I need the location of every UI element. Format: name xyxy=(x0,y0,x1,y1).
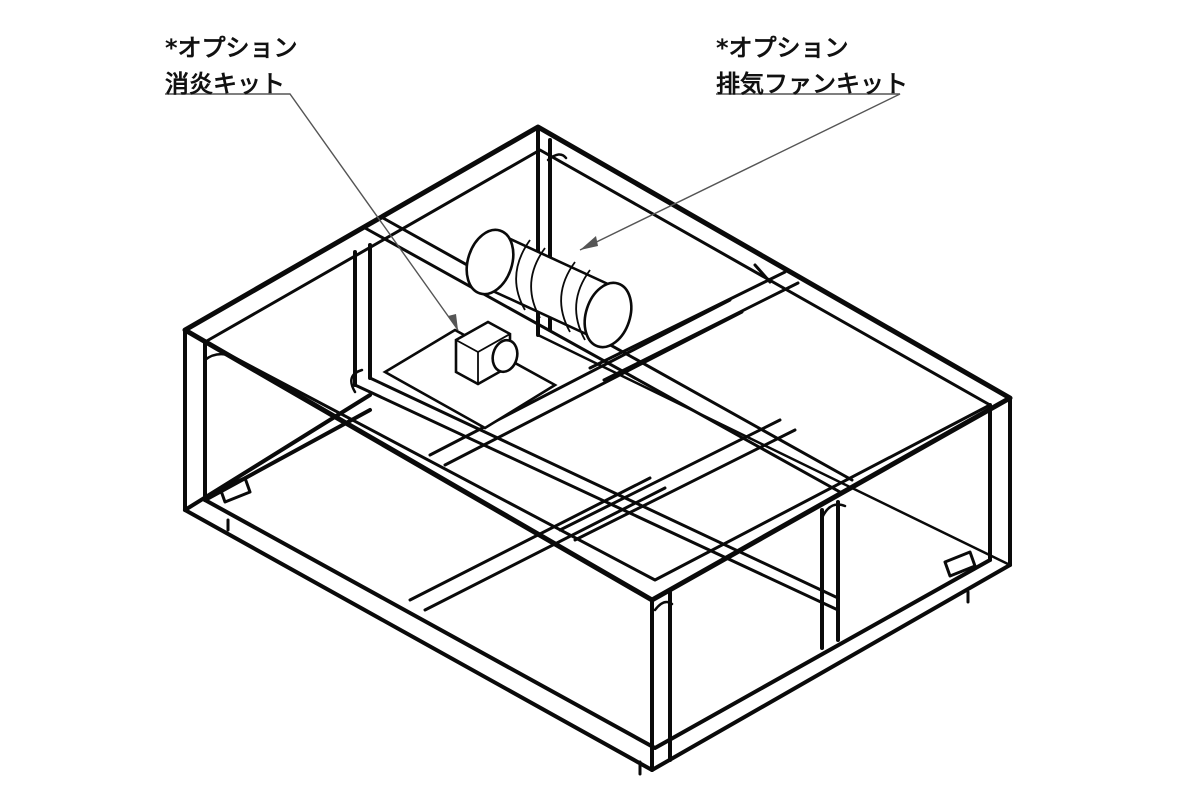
leader-extinguisher xyxy=(165,93,459,331)
corner-gussets xyxy=(203,153,847,612)
callout-fan-line1: *オプション xyxy=(716,34,849,62)
exhaust-fan-kit xyxy=(465,228,633,349)
callout-extinguisher-line2: 消炎キット xyxy=(165,70,285,98)
casters xyxy=(218,476,977,776)
callout-extinguisher-line1: *オプション xyxy=(165,34,298,62)
callout-exhaust-fan-kit: *オプション 排気ファンキット xyxy=(716,30,908,102)
callout-extinguisher-kit: *オプション 消炎キット xyxy=(165,30,298,102)
leader-fan xyxy=(579,93,901,251)
vertical-posts xyxy=(183,125,1012,772)
middle-rails xyxy=(353,298,840,612)
bottom-perimeter xyxy=(183,333,1012,772)
callout-fan-line2: 排気ファンキット xyxy=(716,70,908,98)
extinguisher-kit xyxy=(382,320,558,430)
frame-structure xyxy=(182,124,1013,776)
